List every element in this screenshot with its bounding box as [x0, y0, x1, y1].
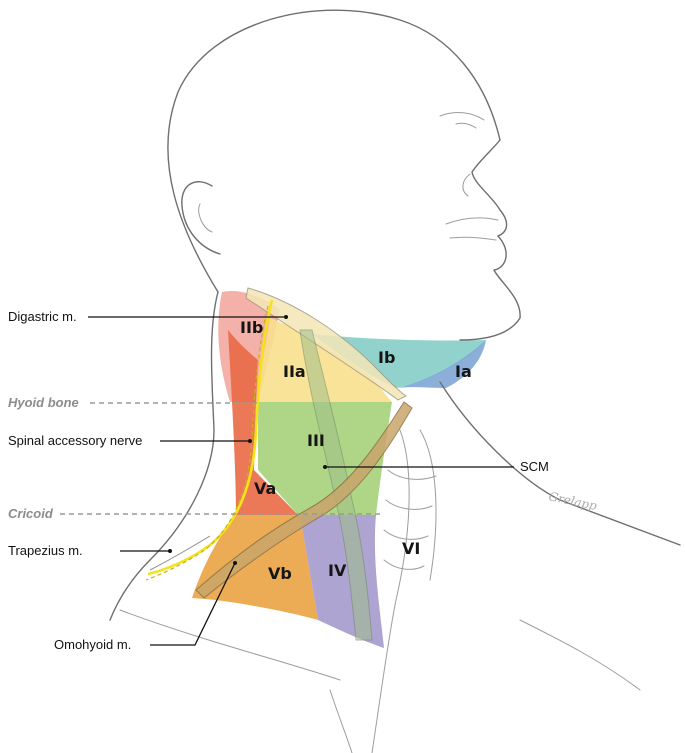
trapezius-muscle: [149, 535, 211, 571]
label-spinal-accessory-nerve: Spinal accessory nerve: [8, 433, 142, 448]
level-label-VI: VI: [402, 539, 420, 558]
head-outline: [109, 9, 681, 753]
region-IIa: [258, 318, 392, 402]
region-Ib: [312, 334, 486, 388]
level-labels: IIb IIa Ib Ia III Va Vb IV VI: [240, 318, 472, 583]
region-Ia: [398, 340, 486, 388]
region-III: [258, 402, 392, 515]
level-label-IIa: IIa: [283, 362, 306, 381]
level-label-Vb: Vb: [268, 564, 292, 583]
region-Va: [228, 330, 298, 515]
region-Vb: [192, 515, 318, 620]
level-label-IIb: IIb: [240, 318, 263, 337]
label-omohyoid: Omohyoid m.: [54, 637, 131, 652]
level-label-IV: IV: [328, 561, 347, 580]
omohyoid-muscle: [195, 401, 413, 599]
label-scm: SCM: [520, 459, 549, 474]
label-hyoid-bone: Hyoid bone: [8, 395, 79, 410]
label-trapezius: Trapezius m.: [8, 543, 83, 558]
level-label-Ib: Ib: [378, 348, 395, 367]
annotation-labels: Digastric m. Hyoid bone Spinal accessory…: [8, 309, 549, 652]
leader-lines: [88, 315, 514, 646]
artist-signature: Grelapp: [547, 489, 598, 513]
level-label-III: III: [307, 431, 325, 450]
level-label-Ia: Ia: [455, 362, 472, 381]
label-cricoid: Cricoid: [8, 506, 54, 521]
label-digastric: Digastric m.: [8, 309, 77, 324]
level-label-Va: Va: [254, 479, 276, 498]
reference-lines: [60, 402, 380, 515]
scm-muscle: [299, 329, 373, 641]
spinal-accessory-nerve: [145, 299, 274, 581]
